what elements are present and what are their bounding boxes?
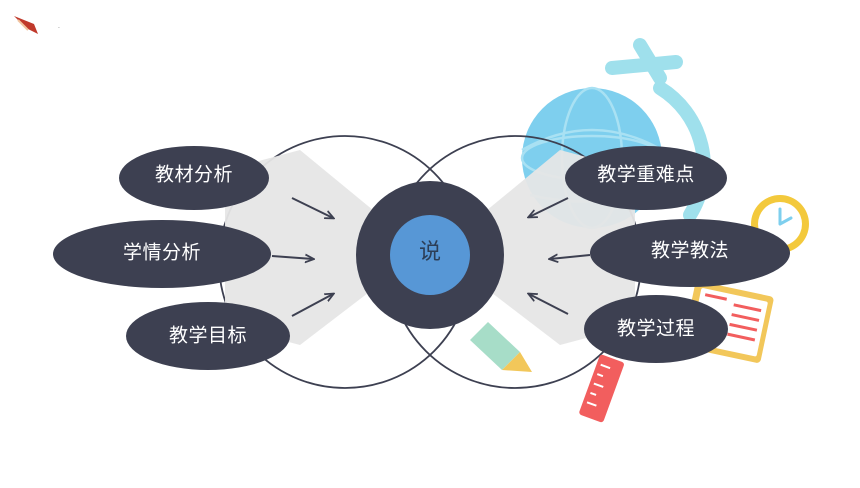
arrow-left-bottom — [291, 294, 333, 317]
pill-left-3 — [126, 302, 290, 370]
left-funnel — [225, 150, 385, 345]
arrow-right-bottom — [529, 294, 569, 315]
arrow-left-top — [291, 197, 333, 218]
arrows — [271, 197, 591, 317]
arrow-left-mid — [271, 256, 313, 259]
item-teaching-objectives: 教学目标 — [168, 324, 248, 347]
pencil-icon — [470, 322, 532, 372]
item-student-analysis: 学情分析 — [122, 241, 202, 264]
pill-left-2 — [53, 220, 271, 288]
item-teaching-process: 教学过程 — [616, 317, 696, 340]
item-teaching-material-analysis: 教材分析 — [154, 163, 234, 186]
arrow-right-mid — [550, 255, 591, 259]
ruler-icon — [579, 354, 624, 423]
item-key-difficulties: 教学重难点 — [597, 163, 695, 186]
center-disc — [390, 215, 470, 295]
brand-mark-icon — [14, 16, 38, 34]
pill-right-3 — [584, 295, 728, 363]
arrow-right-top — [529, 197, 569, 217]
pill-left-1 — [119, 146, 269, 210]
item-teaching-methods: 教学教法 — [650, 239, 730, 262]
pill-right-2 — [590, 219, 790, 287]
center-label: 说 — [418, 240, 442, 265]
pill-right-1 — [565, 146, 727, 210]
corner-dot: . — [58, 23, 60, 30]
